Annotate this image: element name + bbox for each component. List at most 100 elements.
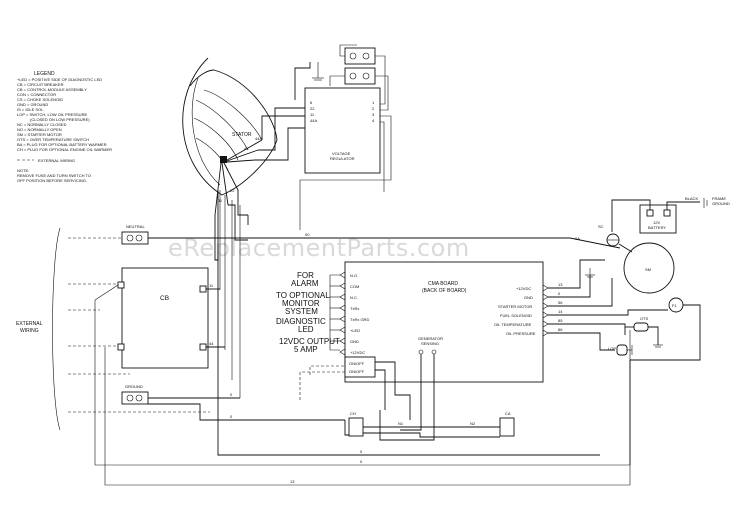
legend-item: BA = PLUG FOR OPTIONAL BATTERY WARMER bbox=[17, 142, 107, 147]
wire-label: 14 bbox=[558, 309, 563, 314]
lop-switch bbox=[616, 344, 628, 356]
legend-external-wiring: EXTERNAL WIRING bbox=[38, 158, 75, 163]
legend-item: OTS = OVER TEMPERATURE SWITCH bbox=[17, 137, 89, 142]
board-pin-label: GND bbox=[350, 339, 359, 344]
board-pin-label: +LED bbox=[350, 328, 360, 333]
battery: 12V BATTERY BLACK FRAME GROUND bbox=[611, 196, 730, 234]
wire-label: 11 bbox=[218, 198, 223, 203]
stator-wires: 44A 44 22 11 bbox=[214, 136, 262, 216]
ots-label: OTS bbox=[640, 316, 649, 321]
ca-label: CA bbox=[505, 411, 511, 416]
board-pin-label: OIL PRESSURE bbox=[506, 331, 536, 336]
note-line: OFF POSITION BEFORE SERVICING. bbox=[17, 178, 87, 183]
legend-item: +LED = POSITIVE SIDE OF DIAGNOSTIC LED bbox=[17, 77, 102, 82]
frame-ground-label: GROUND bbox=[712, 201, 730, 206]
voltage-regulator-box bbox=[304, 87, 381, 174]
wire-label: 44 bbox=[244, 146, 249, 151]
connector-top bbox=[344, 47, 376, 65]
wire-label: 0 bbox=[558, 291, 561, 296]
sensors: OTS LOP bbox=[608, 316, 663, 356]
output-label: 12VDC OUTPUT bbox=[279, 337, 340, 346]
board-pin-label: +12VDC bbox=[350, 350, 365, 355]
wire-label: 56 bbox=[558, 300, 563, 305]
starter-circle bbox=[623, 242, 675, 294]
monitor-label: TO OPTIONAL bbox=[276, 291, 330, 300]
external-wiring-bracket: EXTERNAL WIRING bbox=[16, 227, 210, 431]
starter-label: SM bbox=[645, 267, 651, 272]
wire-label: 44 bbox=[209, 341, 214, 346]
reg-pin: 22 bbox=[310, 106, 315, 111]
board-pin-label: STARTER MOTOR bbox=[498, 304, 532, 309]
neutral-label: NEUTRAL bbox=[126, 224, 145, 229]
battery-label: BATTERY bbox=[648, 225, 666, 230]
on-off-label: ON/OFF bbox=[349, 361, 365, 366]
neutral-terminal bbox=[121, 231, 149, 245]
wire-label: 0 bbox=[230, 414, 233, 419]
legend-item: NO = NORMALLY OPEN bbox=[17, 127, 62, 132]
legend-item: CH = PLUG FOR OPTIONAL ENGINE OIL WARMER bbox=[17, 147, 112, 152]
board-pin-label: N.C. bbox=[350, 295, 358, 300]
reg-pin: 1 bbox=[372, 100, 375, 105]
external-wiring-label: WIRING bbox=[20, 328, 39, 334]
monitor-label: SYSTEM bbox=[285, 307, 318, 316]
regulator-wiring bbox=[214, 62, 311, 261]
legend-item: NC = NORMALLY CLOSED bbox=[17, 122, 67, 127]
note-line: REMOVE FUSE AND TURN SWITCH TO bbox=[17, 173, 91, 178]
reg-pin: 2 bbox=[372, 106, 375, 111]
legend-item: SM = STARTER MOTOR bbox=[17, 132, 62, 137]
cma-bottom: ON/OFF ON/OFF GENERATOR SENSING bbox=[299, 336, 443, 441]
generator-sensing-label: GENERATOR bbox=[418, 336, 443, 341]
board-pin-label: FUEL SOLENOID bbox=[500, 313, 532, 318]
reg-pin: 6 bbox=[310, 100, 313, 105]
voltage-regulator-label: REGULATOR bbox=[330, 156, 355, 161]
legend-item: CB = CIRCUIT BREAKER bbox=[17, 82, 64, 87]
cma-left-labels: FOR ALARM TO OPTIONAL MONITOR SYSTEM DIA… bbox=[276, 271, 340, 354]
ots-switch bbox=[633, 322, 649, 332]
reg-pin: 44A bbox=[310, 118, 317, 123]
legend-item: IS = IDLE SOL bbox=[17, 107, 44, 112]
cma-right-pins: +12VDC GND STARTER MOTOR FUEL SOLENOID O… bbox=[494, 259, 668, 351]
wire-label: 22 bbox=[230, 188, 235, 193]
ground-terminal: GROUND 0 0 bbox=[121, 384, 345, 421]
black-label: BLACK bbox=[685, 196, 698, 201]
on-off-connector bbox=[344, 356, 376, 378]
ground-box bbox=[121, 391, 149, 405]
reg-pin: 3 bbox=[372, 112, 375, 117]
wire-label: 85 bbox=[558, 318, 563, 323]
starter-motor: SM SC bbox=[585, 224, 675, 294]
lop-label: LOP bbox=[608, 346, 616, 351]
ground-label: GROUND bbox=[125, 384, 143, 389]
wire-label: 13 bbox=[290, 479, 295, 484]
board-pin-label: GND bbox=[524, 295, 533, 300]
starter-solenoid-label: SC bbox=[598, 224, 604, 229]
legend-item: LOP = SWITCH, LOW OIL PRESSURE bbox=[17, 112, 87, 117]
ch-connector bbox=[348, 417, 364, 437]
alarm-label: ALARM bbox=[291, 279, 319, 288]
cb-label: CB bbox=[160, 295, 169, 302]
board-pin-label: +12VDC bbox=[516, 286, 531, 291]
regulator-connectors bbox=[299, 44, 392, 230]
wire-label: N1 bbox=[398, 421, 404, 426]
circuit-breaker: CB 11 44 bbox=[68, 267, 631, 486]
left-wire-bundle bbox=[217, 190, 249, 398]
wire-label: 86 bbox=[558, 327, 563, 332]
note-line: NOTE: bbox=[17, 168, 29, 173]
voltage-regulator: 6 22 11 44A 1 2 3 4 VOLTAGE REGULATOR bbox=[304, 87, 381, 174]
fuse-label: F1 bbox=[672, 303, 677, 308]
wire-label: 0 bbox=[360, 459, 363, 464]
battery-label: 12V bbox=[653, 220, 660, 225]
board-pin-label: TxRx bbox=[350, 306, 359, 311]
wire-label: N2 bbox=[470, 421, 476, 426]
diagnostic-label: LED bbox=[298, 325, 314, 334]
reg-pin: 11 bbox=[310, 112, 315, 117]
cma-board-title: CMA BOARD bbox=[428, 281, 458, 287]
wire-label: 13 bbox=[558, 282, 563, 287]
generator-sensing-label: SENSING bbox=[421, 341, 439, 346]
output-label: 5 AMP bbox=[294, 345, 318, 354]
legend-item: GND = GROUND bbox=[17, 102, 48, 107]
cma-board-subtitle: (BACK OF BOARD) bbox=[422, 288, 467, 294]
neutral: NEUTRAL 00 0A bbox=[68, 224, 621, 249]
wire-label: 11 bbox=[209, 283, 214, 288]
legend-item: (CLOSED ON LOW PRESSURE) bbox=[30, 117, 90, 122]
